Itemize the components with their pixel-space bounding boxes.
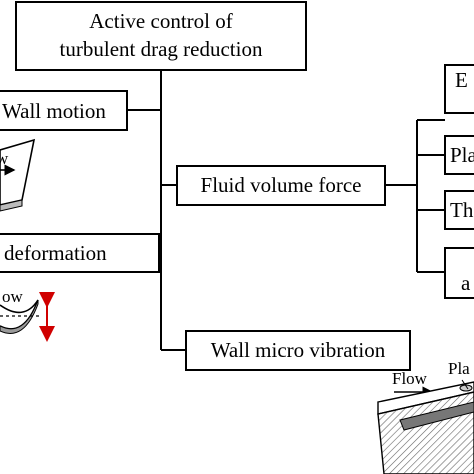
fluid-volume-force-label: Fluid volume force (201, 173, 362, 197)
plasma-flow-label: Flow (392, 369, 428, 388)
branch-deformation: deformation (0, 233, 160, 273)
sub-item-1-label: E (455, 68, 468, 92)
wall-motion-illustration: w (0, 138, 36, 212)
sub-item-2-label: Pla (450, 143, 474, 167)
plasma-label: Pla (448, 359, 470, 378)
sub-item-3: Th (444, 190, 474, 230)
branch-wall-motion: Wall motion (0, 90, 128, 131)
sub-item-1: E (444, 64, 474, 114)
deformation-illustration: ow (0, 287, 55, 342)
branch-fluid-volume-force: Fluid volume force (176, 165, 386, 206)
plasma-illustration: Flow Pla (377, 359, 474, 474)
root-title-line1: Active control of (89, 9, 232, 33)
sub-item-4-label: a (461, 271, 471, 295)
wall-motion-label: Wall motion (2, 99, 106, 123)
branch-wall-micro-vibration: Wall micro vibration (185, 330, 411, 371)
wall-micro-vibration-label: Wall micro vibration (211, 338, 386, 362)
sub-item-4: a (444, 247, 474, 299)
sub-item-3-label: Th (450, 198, 474, 222)
wall-motion-flow-label: w (0, 149, 9, 168)
deformation-label: deformation (4, 241, 107, 265)
root-title-line2: turbulent drag reduction (60, 37, 263, 61)
deformation-flow-label: ow (2, 287, 24, 306)
root-node: Active control of turbulent drag reducti… (15, 1, 307, 71)
tree-connectors (127, 70, 445, 351)
sub-item-2: Pla (444, 135, 474, 175)
